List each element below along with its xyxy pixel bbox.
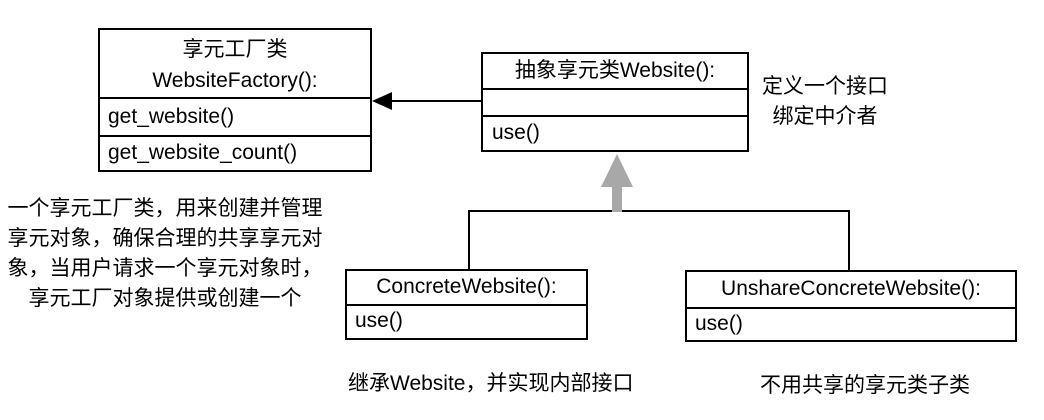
left-arrowhead-icon [372, 92, 392, 110]
factory-title: 享元工厂类 WebsiteFactory(): [100, 30, 370, 97]
abstract-attributes-compartment [483, 88, 747, 115]
note-concrete-website: 继承Website，并实现内部接口 [348, 372, 634, 395]
unshare-method-use: use() [687, 307, 1015, 340]
inheritance-vertical-line-left [468, 210, 470, 270]
concrete-title: ConcreteWebsite(): [376, 275, 557, 298]
note-unshare-website: 不用共享的享元类子类 [760, 374, 970, 397]
class-box-abstract-website: 抽象享元类Website(): use() [481, 52, 749, 152]
note-interface-line1: 定义一个接口 [762, 75, 888, 98]
note-factory-line2: 享元对象，确保合理的共享享元对 [7, 227, 323, 250]
note-factory-line4: 享元工厂对象提供或创建一个 [28, 287, 302, 310]
factory-title-chinese: 享元工厂类 [182, 38, 288, 61]
class-box-unshare-concrete-website: UnshareConcreteWebsite(): use() [685, 270, 1017, 342]
class-box-concrete-website: ConcreteWebsite(): use() [345, 269, 588, 340]
note-factory-line1: 一个享元工厂类，用来创建并管理 [7, 197, 323, 220]
abstract-method-use: use() [483, 115, 747, 150]
inheritance-vertical-line-right [848, 210, 850, 271]
factory-title-code: WebsiteFactory(): [152, 69, 318, 92]
inheritance-horizontal-line [468, 210, 850, 212]
note-interface: 定义一个接口 绑定中介者 [744, 72, 906, 132]
unshare-title: UnshareConcreteWebsite(): [721, 277, 981, 300]
class-box-website-factory: 享元工厂类 WebsiteFactory(): get_website() ge… [98, 28, 372, 172]
concrete-method-use: use() [347, 304, 586, 338]
abstract-title: 抽象享元类Website(): [514, 59, 716, 82]
note-interface-line2: 绑定中介者 [772, 105, 878, 128]
note-factory-description: 一个享元工厂类，用来创建并管理 享元对象，确保合理的共享享元对 象，当用户请求一… [6, 194, 324, 314]
factory-method-get-website-count: get_website_count() [100, 135, 370, 170]
up-arrowhead-icon [601, 154, 633, 187]
up-arrow-stem [612, 185, 622, 212]
association-line [389, 100, 481, 102]
note-factory-line3: 象，当用户请求一个享元对象时， [7, 257, 323, 280]
factory-method-get-website: get_website() [100, 97, 370, 135]
